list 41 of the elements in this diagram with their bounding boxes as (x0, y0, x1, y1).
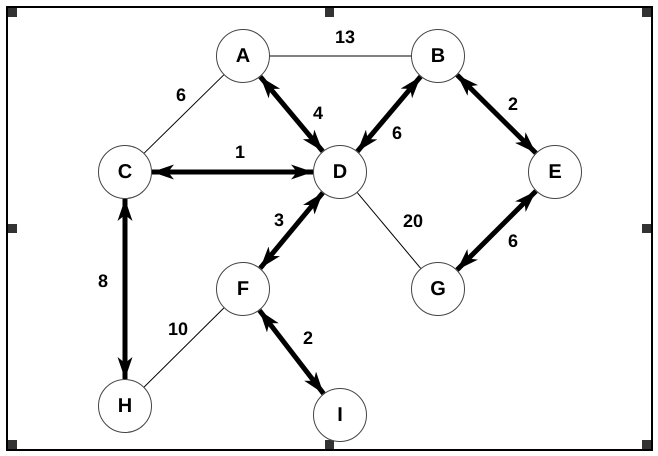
node-circle (313, 145, 367, 199)
double-headed-arrow (258, 191, 325, 270)
connector-line (144, 74, 224, 154)
double-headed-arrow (118, 199, 132, 379)
double-headed-arrow (356, 75, 422, 153)
connector-line (356, 192, 422, 269)
node-circle (411, 262, 465, 316)
edge-label: 2 (507, 95, 519, 113)
double-headed-arrow (455, 73, 538, 155)
edge-label: 6 (175, 86, 187, 104)
edge-label: 3 (273, 211, 285, 229)
node-circle (528, 145, 582, 199)
node-circle (216, 29, 270, 83)
edge-label: 8 (97, 272, 109, 290)
node-label: C (118, 162, 132, 182)
double-headed-arrow (258, 75, 325, 153)
double-headed-arrow (257, 308, 326, 396)
edge-label: 20 (402, 212, 424, 230)
node-circle (313, 388, 367, 442)
node-label: H (118, 396, 132, 416)
edge-label: 4 (312, 104, 324, 122)
node-label: B (430, 46, 446, 66)
node-label: I (337, 405, 343, 425)
node-circle (98, 145, 152, 199)
node-label: F (236, 279, 250, 299)
node-label: D (332, 162, 348, 182)
double-headed-arrow (455, 189, 538, 272)
edge-label: 13 (334, 28, 356, 46)
edge-label: 6 (507, 232, 519, 250)
node-circle (411, 29, 465, 83)
node-label: A (236, 46, 250, 66)
edge-label: 2 (302, 329, 314, 347)
node-circle (216, 262, 270, 316)
edge-label: 6 (391, 124, 403, 142)
double-headed-arrow (152, 164, 313, 180)
node-label: G (430, 279, 446, 299)
edge-label: 1 (234, 143, 246, 161)
node-label: E (548, 162, 562, 182)
edge-label: 10 (166, 320, 190, 338)
connector-line (144, 308, 224, 388)
node-circle (98, 379, 152, 433)
